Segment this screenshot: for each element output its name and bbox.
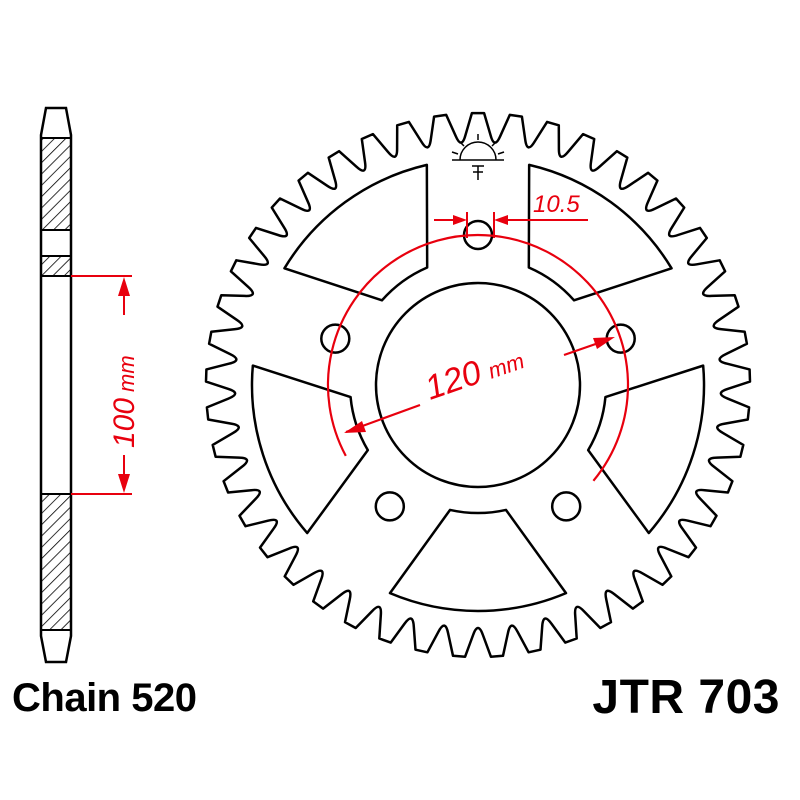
chain-size-label: Chain 520 [12, 676, 197, 720]
lightening-window [388, 508, 568, 613]
bolt-holes [320, 219, 636, 522]
hole-diameter-dimension: 10.5 [434, 191, 588, 238]
center-bore-label: 100mm [108, 355, 141, 448]
hatch-hub-bottom [40, 493, 72, 631]
hatch-top [40, 137, 72, 231]
center-bore [374, 281, 582, 489]
lightening-window [250, 364, 370, 535]
side-profile-view [39, 106, 73, 664]
sprocket-front-view [204, 111, 752, 658]
bolt-hole [374, 491, 406, 522]
hatch-hub-top [40, 255, 72, 277]
lightening-window [586, 364, 706, 535]
lightening-window [283, 163, 429, 302]
center-bore-dimension: 100mm [71, 275, 141, 495]
sun-logo-icon [451, 134, 505, 180]
lightening-window [527, 163, 673, 302]
lightening-windows [250, 163, 706, 613]
pcd-arc [326, 233, 630, 482]
bolt-hole [550, 491, 582, 522]
hole-diameter-label: 10.5 [533, 191, 580, 218]
part-number-label: JTR 703 [592, 671, 780, 724]
